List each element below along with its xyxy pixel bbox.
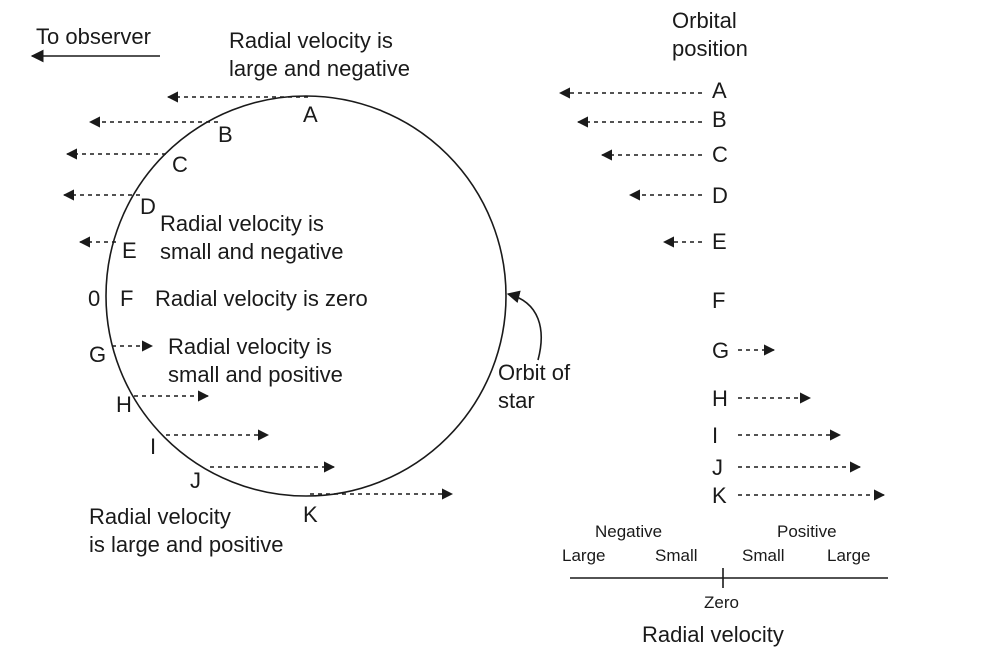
left-point-g: G [89, 342, 106, 367]
axis-negative-label: Negative [595, 522, 662, 541]
left-point-a: A [303, 102, 318, 127]
caption-f: Radial velocity is zero [155, 286, 368, 311]
right-point-f: F [712, 288, 725, 313]
right-point-c: C [712, 142, 728, 167]
caption-a-line2: large and negative [229, 56, 410, 81]
axis-title: Radial velocity [642, 622, 784, 647]
left-point-h: H [116, 392, 132, 417]
axis-large-left-label: Large [562, 546, 605, 565]
orbital-position-header-line1: Orbital [672, 8, 737, 33]
axis-zero-label: Zero [704, 593, 739, 612]
axis-small-right-label: Small [742, 546, 785, 565]
zero-marker: 0 [88, 286, 100, 311]
to-observer-label: To observer [36, 24, 151, 49]
right-point-e: E [712, 229, 727, 254]
caption-k-line2: is large and positive [89, 532, 283, 557]
left-point-d: D [140, 194, 156, 219]
caption-a-line1: Radial velocity is [229, 28, 393, 53]
axis-positive-label: Positive [777, 522, 837, 541]
caption-k-line1: Radial velocity [89, 504, 231, 529]
left-point-b: B [218, 122, 233, 147]
right-point-g: G [712, 338, 729, 363]
left-point-k: K [303, 502, 318, 527]
right-point-b: B [712, 107, 727, 132]
right-point-d: D [712, 183, 728, 208]
right-point-j: J [712, 455, 723, 480]
right-point-i: I [712, 423, 718, 448]
caption-g-line1: Radial velocity is [168, 334, 332, 359]
orbit-circle [105, 95, 507, 497]
orbit-label-line1: Orbit of [498, 360, 571, 385]
axis-large-right-label: Large [827, 546, 870, 565]
right-point-h: H [712, 386, 728, 411]
axis-small-left-label: Small [655, 546, 698, 565]
caption-g-line2: small and positive [168, 362, 343, 387]
caption-e-line2: small and negative [160, 239, 343, 264]
orbital-position-header-line2: position [672, 36, 748, 61]
left-point-f: F [120, 286, 133, 311]
right-point-a: A [712, 78, 727, 103]
left-point-e: E [122, 238, 137, 263]
left-point-j: J [190, 468, 201, 493]
orbit-label-line2: star [498, 388, 535, 413]
right-point-k: K [712, 483, 727, 508]
orbit-pointer-arrow [506, 290, 542, 361]
left-point-i: I [150, 434, 156, 459]
left-point-c: C [172, 152, 188, 177]
caption-e-line1: Radial velocity is [160, 211, 324, 236]
